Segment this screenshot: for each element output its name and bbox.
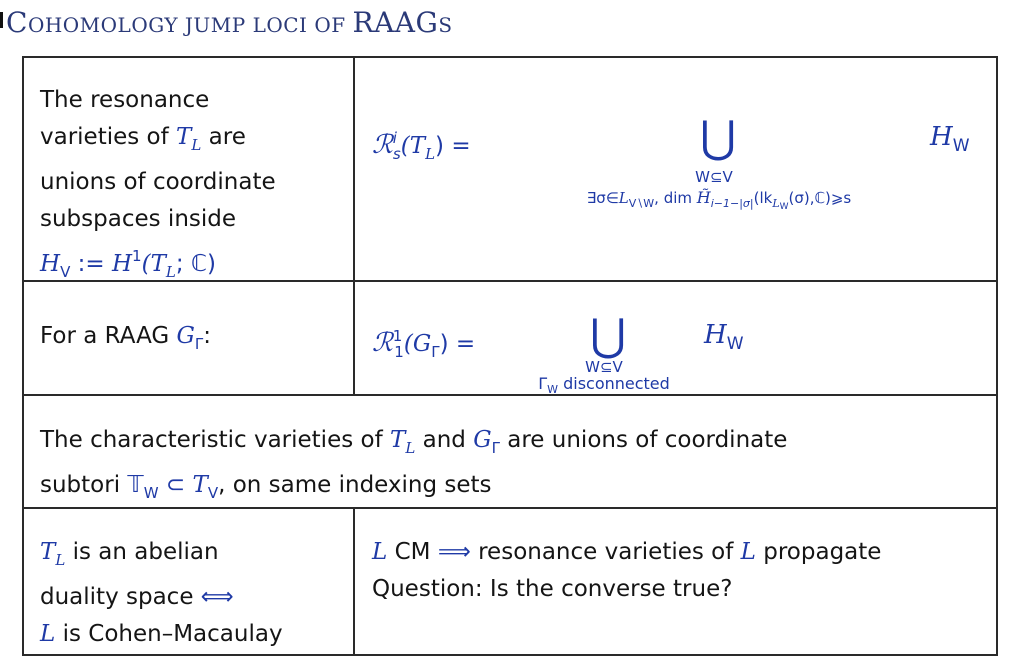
text-line: TL is an abelian: [40, 539, 219, 569]
column-divider-top: [353, 58, 355, 396]
H-W-term-1: HW: [930, 122, 970, 156]
text-line: The characteristic varieties of TL and G…: [40, 427, 788, 457]
iff-arrow-icon: ⟺: [200, 584, 234, 610]
row-divider-1: [24, 280, 996, 282]
question-line: Question: Is the converse true?: [372, 576, 733, 602]
title-suffix: S: [438, 13, 453, 37]
row1-formula-lhs: ℛis(TL) =: [372, 129, 471, 163]
row1-left-cell: The resonance varieties of TL are unions…: [40, 82, 340, 291]
row4-right-cell: L CM ⟹ resonance varieties of L propagat…: [372, 534, 992, 608]
row2-left-cell: For a RAAG GΓ:: [40, 323, 212, 353]
results-table: The resonance varieties of TL are unions…: [22, 56, 998, 656]
title-initial: C: [6, 6, 28, 39]
text-line: varieties of TL are: [40, 124, 246, 154]
text-line: unions of coordinate: [40, 169, 276, 195]
title-smallcaps: OHOMOLOGY JUMP LOCI OF: [27, 13, 353, 37]
H-W-term-2: HW: [704, 320, 744, 354]
title-acronym: RAAG: [352, 6, 439, 39]
union-index-2: W⊆V: [585, 358, 623, 376]
union-condition-1: ∃σ∈LV∖W, dim H̃i−1−|σ|(lkLW(σ),ℂ)⩾s: [586, 188, 852, 212]
slide-title: COHOMOLOGY JUMP LOCI OF RAAGS: [6, 6, 453, 39]
formula-HV: HV := H1(TL; ℂ): [40, 247, 216, 281]
big-union-icon: ⋃: [590, 310, 627, 361]
row-divider-3: [24, 507, 996, 509]
big-union-icon: ⋃: [700, 112, 737, 163]
row2-formula-lhs: ℛ11(GΓ) =: [372, 327, 476, 361]
text-line: subspaces inside: [40, 206, 237, 232]
text-line: The resonance: [40, 87, 210, 113]
text-line: L CM ⟹ resonance varieties of L propagat…: [372, 539, 882, 565]
column-divider-bottom: [353, 507, 355, 656]
text-line: subtori 𝕋W ⊂ TV, on same indexing sets: [40, 472, 492, 502]
implies-arrow-icon: ⟹: [437, 539, 471, 565]
union-index-1: W⊆V: [695, 168, 733, 186]
slide-edge-mark: [0, 12, 3, 28]
text-line: duality space ⟺: [40, 584, 234, 610]
union-condition-2: ΓW disconnected: [538, 374, 670, 396]
row3-cell: The characteristic varieties of TL and G…: [40, 422, 990, 512]
text-line: L is Cohen–Macaulay: [40, 621, 283, 647]
row4-left-cell: TL is an abelian duality space ⟺ L is Co…: [40, 534, 350, 653]
row-divider-2: [24, 394, 996, 396]
